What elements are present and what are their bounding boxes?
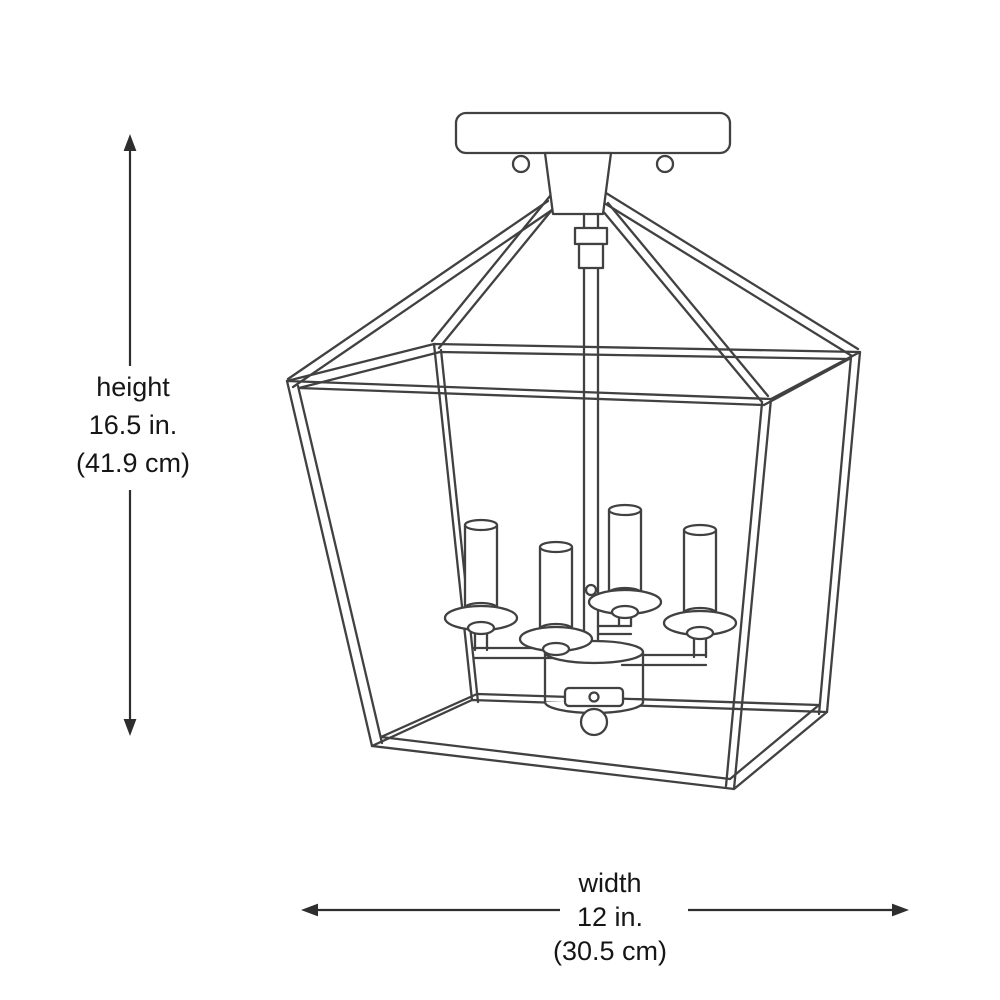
height-label: height — [96, 372, 170, 402]
bottom-rim-inner — [379, 692, 821, 781]
height-value-cm: (41.9 cm) — [75, 448, 191, 478]
arrow-right-head — [892, 903, 909, 917]
candle-front — [518, 540, 594, 657]
stem — [573, 212, 609, 652]
width-dimension-arrow — [301, 903, 909, 917]
candle-left — [443, 518, 519, 636]
hub-screw — [588, 691, 600, 703]
cage-frame — [285, 342, 862, 791]
width-dimension-text: width 12 in. (30.5 cm) — [450, 866, 770, 968]
bottom-rim-outer — [370, 698, 829, 791]
lantern-fixture-drawing — [285, 111, 862, 791]
height-dimension-arrow — [123, 134, 137, 736]
center-hub — [543, 639, 645, 737]
canopy-screw-left — [511, 154, 531, 174]
arrow-down-head — [123, 719, 137, 736]
stem-collar-upper — [573, 226, 609, 246]
finial-ball — [579, 707, 609, 737]
canopy-screw-right — [655, 154, 675, 174]
width-value-cm: (30.5 cm) — [552, 936, 668, 966]
height-dimension-text: height 16.5 in. (41.9 cm) — [38, 368, 228, 482]
roof-arms — [286, 191, 860, 404]
candles — [443, 503, 738, 657]
ceiling-canopy — [454, 111, 732, 155]
candle-back — [587, 503, 663, 620]
stem-connector — [584, 583, 598, 597]
arrow-up-head — [123, 134, 137, 151]
width-value-inches: 12 in. — [576, 902, 644, 932]
top-rim-inner — [297, 350, 851, 407]
width-label: width — [578, 868, 642, 898]
candle-right — [662, 523, 738, 641]
stem-collar-lower — [577, 242, 605, 270]
height-value-inches: 16.5 in. — [88, 410, 178, 440]
hanger-bracket — [543, 151, 613, 216]
arrow-left-head — [301, 903, 318, 917]
